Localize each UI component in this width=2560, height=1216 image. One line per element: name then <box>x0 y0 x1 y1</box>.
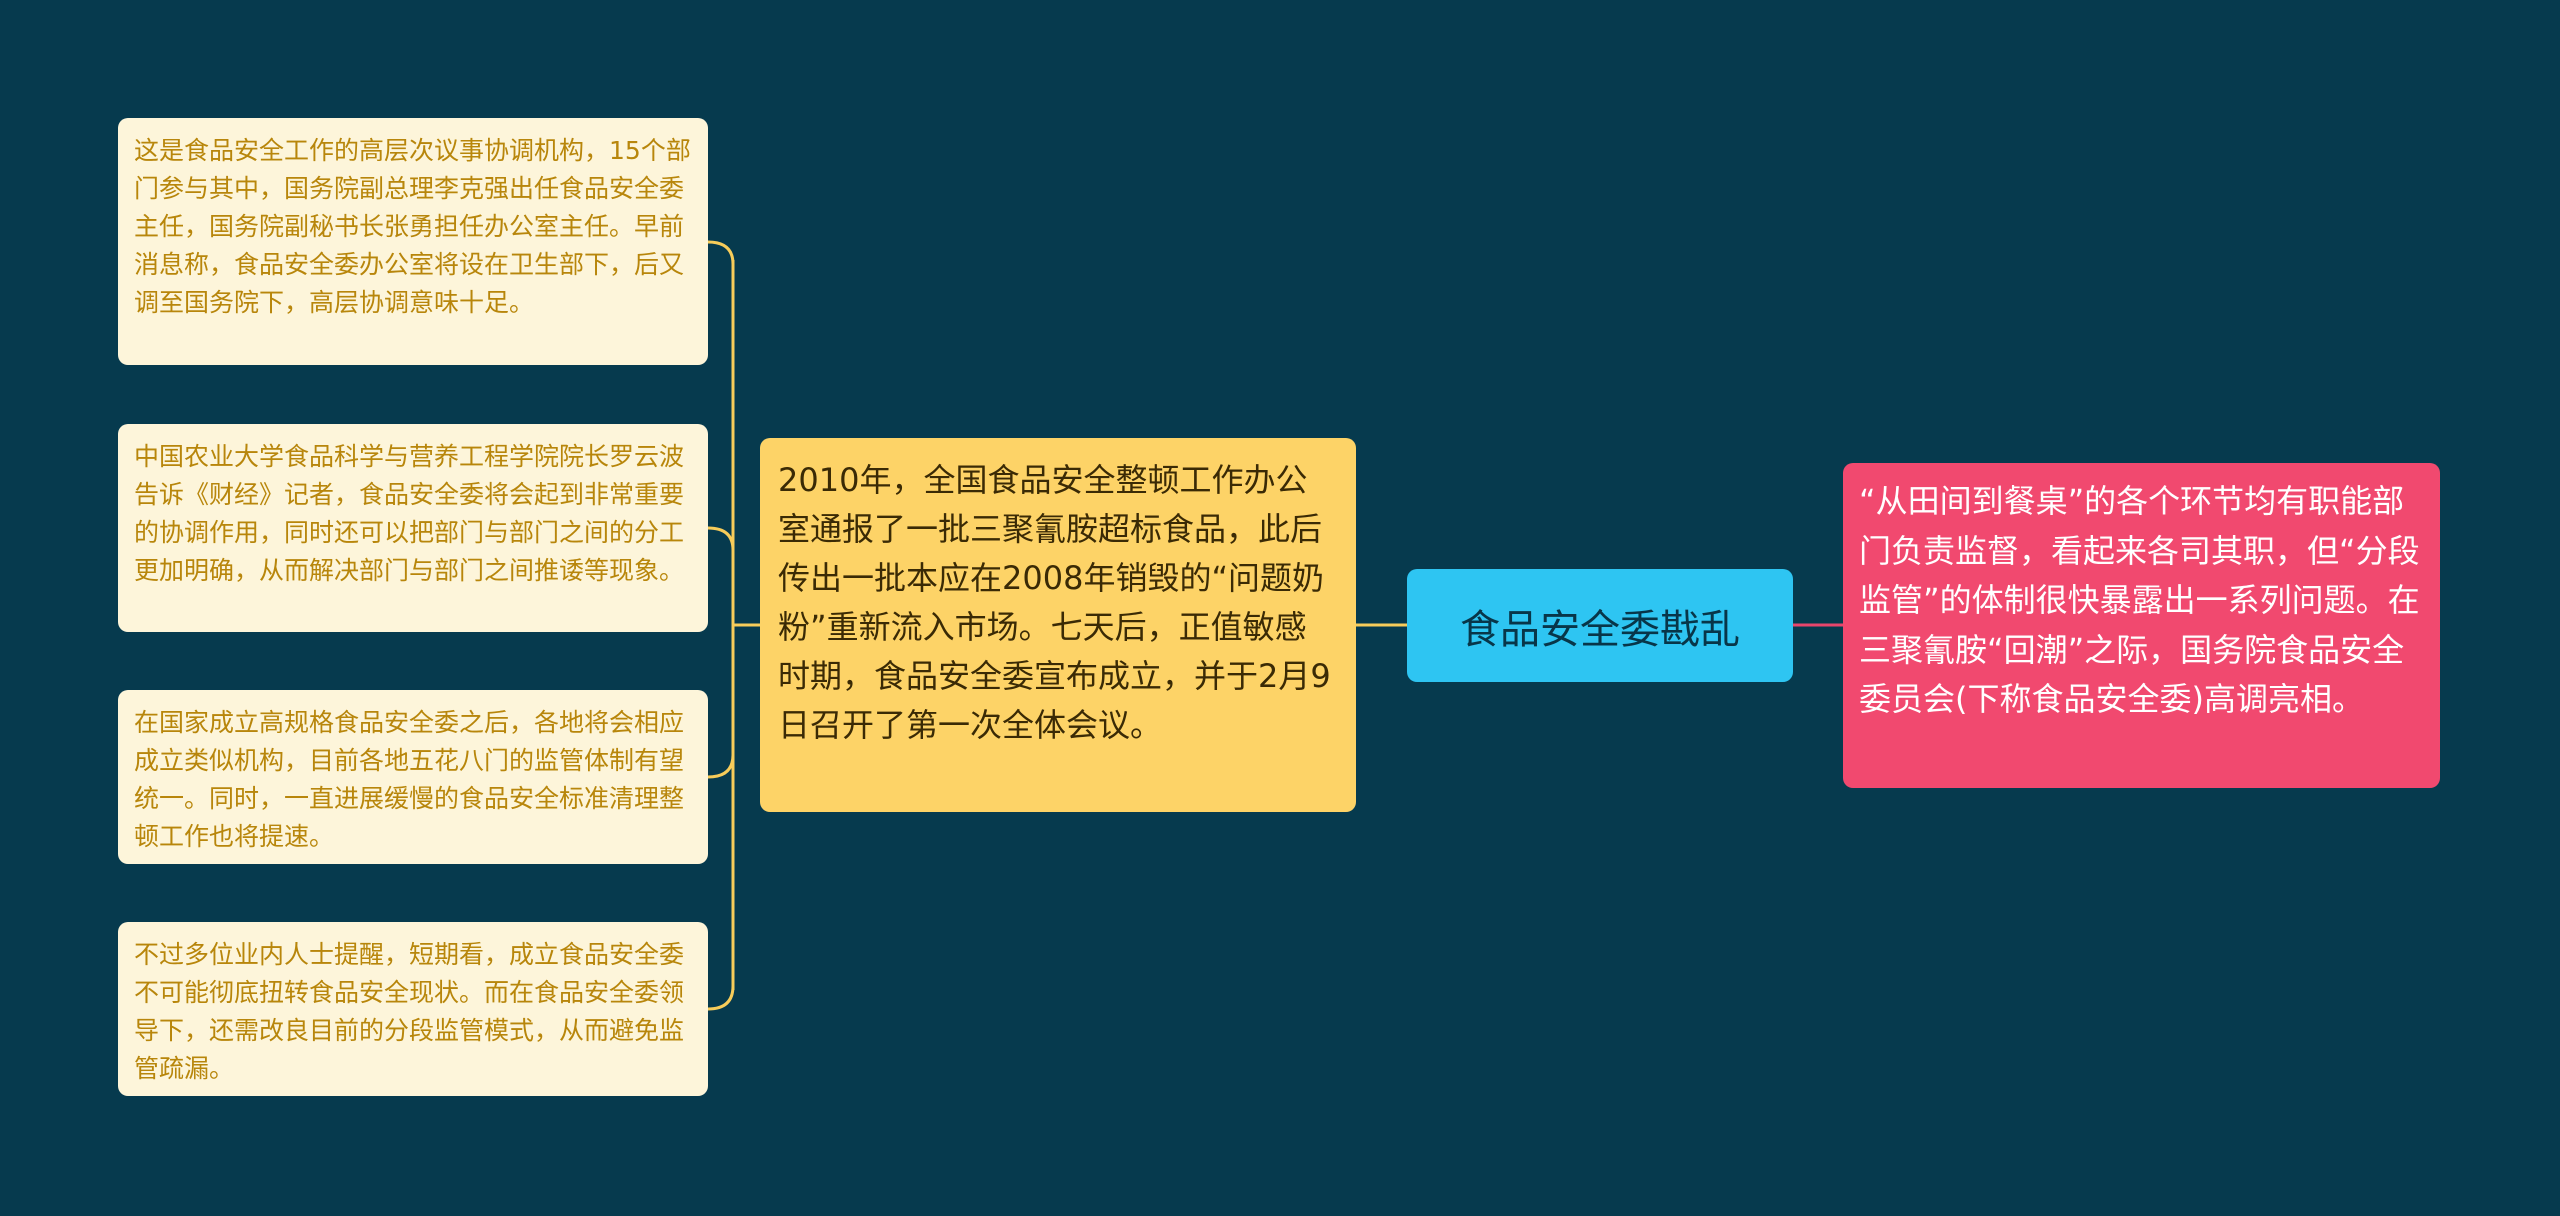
leaf-node-4-text: 不过多位业内人士提醒，短期看，成立食品安全委不可能彻底扭转食品安全现状。而在食品… <box>134 940 685 1083</box>
left-branch-text: 2010年，全国食品安全整顿工作办公室通报了一批三聚氰胺超标食品，此后传出一批本… <box>778 461 1331 744</box>
connector-branch-leaves <box>707 240 760 1011</box>
left-branch-node[interactable]: 2010年，全国食品安全整顿工作办公室通报了一批三聚氰胺超标食品，此后传出一批本… <box>760 438 1356 812</box>
leaf-node-1-text: 这是食品安全工作的高层次议事协调机构，15个部门参与其中，国务院副总理李克强出任… <box>134 136 691 317</box>
leaf-node-1[interactable]: 这是食品安全工作的高层次议事协调机构，15个部门参与其中，国务院副总理李克强出任… <box>118 118 708 365</box>
leaf-node-2[interactable]: 中国农业大学食品科学与营养工程学院院长罗云波告诉《财经》记者，食品安全委将会起到… <box>118 424 708 632</box>
right-branch-text: “从田间到餐桌”的各个环节均有职能部门负责监督，看起来各司其职，但“分段监管”的… <box>1859 482 2420 718</box>
leaf-node-3-text: 在国家成立高规格食品安全委之后，各地将会相应成立类似机构，目前各地五花八门的监管… <box>134 708 685 851</box>
right-branch-node[interactable]: “从田间到餐桌”的各个环节均有职能部门负责监督，看起来各司其职，但“分段监管”的… <box>1843 463 2440 788</box>
leaf-node-2-text: 中国农业大学食品科学与营养工程学院院长罗云波告诉《财经》记者，食品安全委将会起到… <box>134 442 685 585</box>
leaf-node-3[interactable]: 在国家成立高规格食品安全委之后，各地将会相应成立类似机构，目前各地五花八门的监管… <box>118 690 708 864</box>
root-label: 食品安全委戡乱 <box>1460 606 1740 653</box>
root-node[interactable]: 食品安全委戡乱 <box>1407 569 1793 682</box>
leaf-node-4[interactable]: 不过多位业内人士提醒，短期看，成立食品安全委不可能彻底扭转食品安全现状。而在食品… <box>118 922 708 1096</box>
